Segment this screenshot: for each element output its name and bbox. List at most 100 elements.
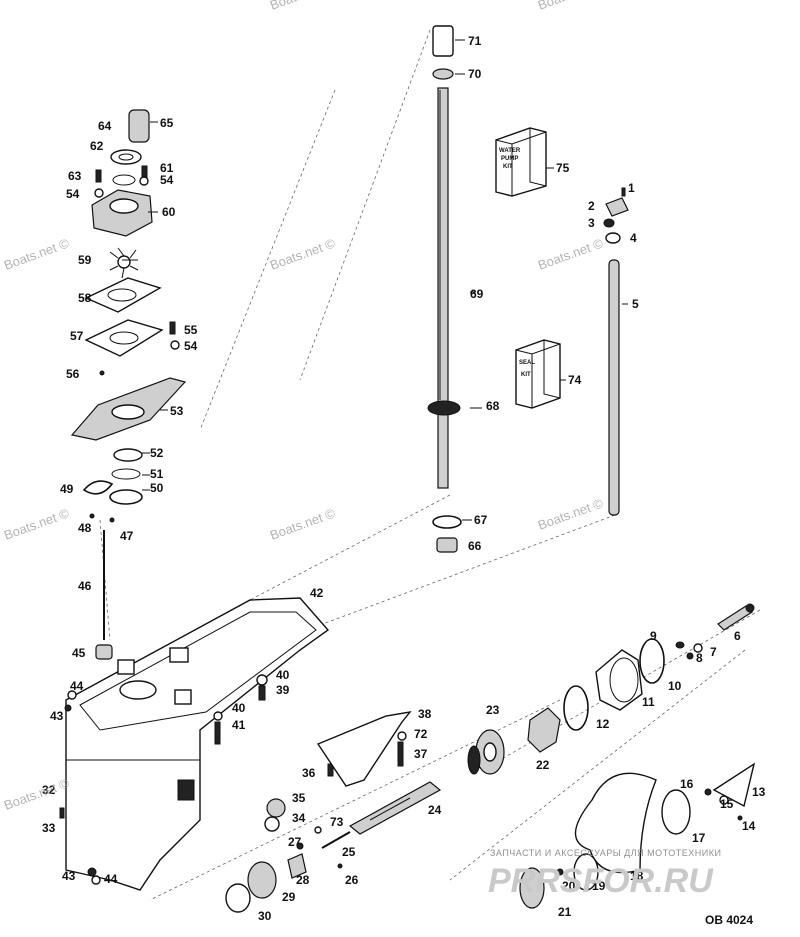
kit-text-seal-kit: KIT xyxy=(521,372,531,378)
label-6: 6 xyxy=(734,629,741,643)
label-41: 41 xyxy=(232,718,246,732)
label-13: 13 xyxy=(752,785,766,799)
gearcase-housing-42 xyxy=(65,597,330,891)
label-59: 59 xyxy=(78,253,92,267)
propeller-shaft-24 xyxy=(348,781,442,835)
label-51: 51 xyxy=(150,467,164,481)
bushing-71 xyxy=(432,25,454,57)
label-22: 22 xyxy=(536,758,550,772)
shift-rod-5-assembly xyxy=(603,187,629,516)
label-64: 64 xyxy=(98,119,112,133)
part-labels: 1 2 3 4 5 6 7 8 9 10 11 12 13 14 15 16 1… xyxy=(42,34,766,923)
label-27: 27 xyxy=(288,835,302,849)
clutch-23 xyxy=(527,707,561,753)
label-14: 14 xyxy=(742,819,756,833)
label-63: 63 xyxy=(68,169,82,183)
nut-8 xyxy=(686,652,694,660)
drive-shaft-69 xyxy=(437,87,449,489)
label-2: 2 xyxy=(588,199,595,213)
label-68: 68 xyxy=(486,399,500,413)
label-35: 35 xyxy=(292,791,306,805)
ring-62 xyxy=(112,174,136,186)
label-65: 65 xyxy=(160,116,174,130)
label-25: 25 xyxy=(342,845,356,859)
label-7: 7 xyxy=(710,645,717,659)
nut-43-top xyxy=(64,704,72,712)
watermark-9: Boats.net © xyxy=(536,0,606,13)
propeller-shaft-parts xyxy=(225,603,756,913)
plate-58 xyxy=(84,277,162,313)
cavitation-plate-38 xyxy=(316,711,412,787)
o-ring-51 xyxy=(111,468,141,480)
washer-54-lower xyxy=(170,340,180,350)
label-45: 45 xyxy=(72,646,86,660)
screw-61 xyxy=(141,165,148,179)
label-40-left: 40 xyxy=(232,701,246,715)
bearing-68 xyxy=(427,400,461,416)
nut-3 xyxy=(603,218,615,228)
label-48: 48 xyxy=(78,521,92,535)
washer-40-right xyxy=(256,674,268,686)
screw-37 xyxy=(397,741,404,767)
kit-text-water: WATER xyxy=(499,148,521,154)
kit-text-seal: SEAL xyxy=(519,360,535,366)
label-56: 56 xyxy=(66,367,80,381)
ring-10 xyxy=(639,638,665,684)
label-43-bottom: 43 xyxy=(62,869,76,883)
plate-57 xyxy=(84,319,164,357)
watermark-5: Boats.net © xyxy=(268,505,338,543)
watermark-4: Boats.net © xyxy=(2,505,72,543)
label-11: 11 xyxy=(642,695,655,709)
bushing-4 xyxy=(605,232,621,244)
label-67: 67 xyxy=(474,513,488,527)
cotter-14 xyxy=(737,815,743,821)
hub-19 xyxy=(573,853,599,891)
label-44-bottom: 44 xyxy=(104,872,118,886)
label-10: 10 xyxy=(668,679,682,693)
watermark-2: Boats.net © xyxy=(268,235,338,273)
prop-nut-cone-13 xyxy=(712,762,756,808)
label-17: 17 xyxy=(692,831,706,845)
site-banner: ЗАПЧАСТИ И АКСЕССУАРЫ ДЛЯ МОТОТЕХНИКИ PR… xyxy=(488,848,721,900)
label-75: 75 xyxy=(556,161,570,175)
water-tube-65 xyxy=(128,109,150,143)
label-49: 49 xyxy=(60,482,74,496)
label-32: 32 xyxy=(42,783,56,797)
clamp-2 xyxy=(605,197,629,217)
washer-72 xyxy=(397,731,407,741)
label-20: 20 xyxy=(562,879,576,893)
stud-39 xyxy=(258,685,266,701)
stud-41 xyxy=(214,721,221,745)
label-74: 74 xyxy=(568,373,582,387)
label-61: 61 xyxy=(160,161,174,175)
label-15: 15 xyxy=(720,797,734,811)
label-3: 3 xyxy=(588,216,595,230)
ring-50 xyxy=(109,489,143,505)
washer-16 xyxy=(704,788,712,796)
label-34: 34 xyxy=(292,811,306,825)
washer-7 xyxy=(693,643,703,653)
label-72: 72 xyxy=(414,727,428,741)
pin-56 xyxy=(99,370,105,376)
nut-43-bottom xyxy=(87,867,97,877)
label-55: 55 xyxy=(184,323,198,337)
washer-44-bottom xyxy=(91,875,101,885)
label-43-top: 43 xyxy=(50,709,64,723)
pin-20 xyxy=(556,868,564,876)
watermark-6: Boats.net © xyxy=(536,495,606,533)
label-29: 29 xyxy=(282,890,296,904)
label-21: 21 xyxy=(558,905,572,919)
bearing-34 xyxy=(264,816,280,832)
leader-lines xyxy=(122,39,628,521)
label-24: 24 xyxy=(428,803,442,817)
gearcase-fasteners xyxy=(59,674,268,885)
thrust-washer-21 xyxy=(519,867,545,909)
bushing-66 xyxy=(436,537,458,553)
label-53: 53 xyxy=(170,404,184,418)
seal-49 xyxy=(82,480,114,495)
part-73 xyxy=(314,826,322,834)
water-pump-kit-75: WATER PUMP KIT xyxy=(495,127,547,197)
seal-52 xyxy=(113,448,143,462)
shift-rod-assembly xyxy=(95,530,113,660)
label-18: 18 xyxy=(630,869,644,883)
